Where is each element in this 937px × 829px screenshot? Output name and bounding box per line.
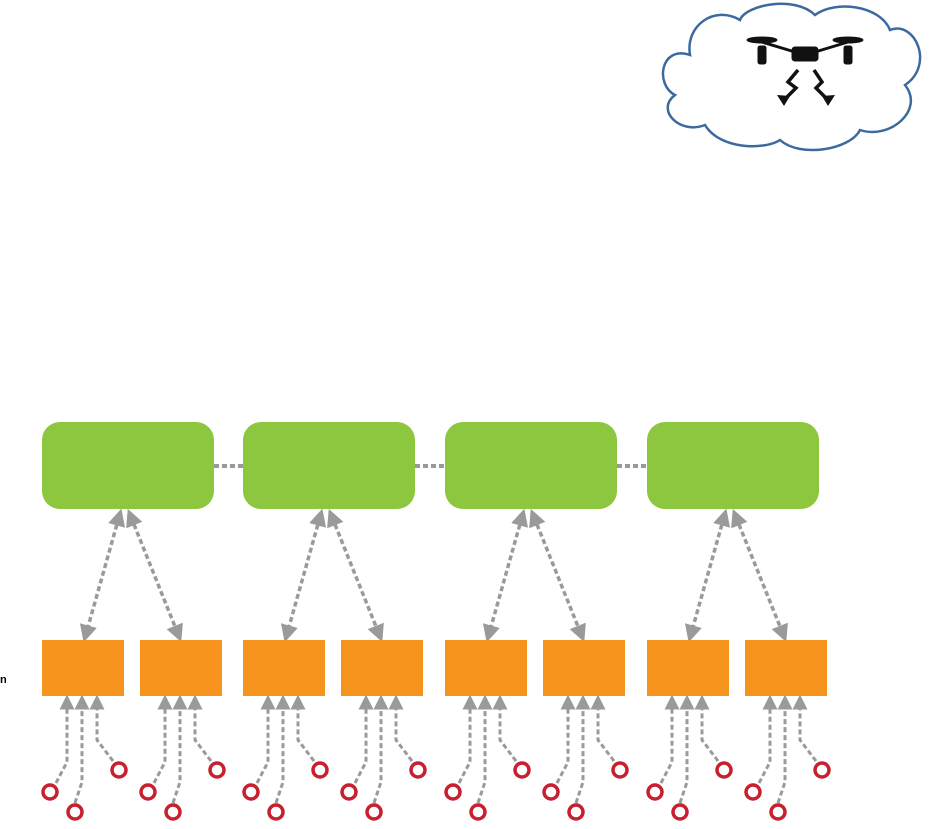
sensor-link [290,694,316,762]
sensor-link [555,694,576,784]
green-orange-link [126,508,183,643]
sensor-link [659,694,680,784]
orange-node [445,640,527,696]
sensor-node [715,761,733,779]
sensor-node [444,783,462,801]
orange-node [647,640,729,696]
sensor-link [678,694,695,804]
sensor-link [574,694,591,804]
green-orange-link [529,508,586,643]
sensor-node [813,761,831,779]
sensor-node [671,803,689,821]
sensor-link [694,694,720,762]
sensor-node [208,761,226,779]
sensor-link [388,694,414,762]
sensor-link [73,694,90,804]
sensor-node [340,783,358,801]
sensor-node [646,783,664,801]
green-orange-link [79,508,126,643]
sensor-node [567,803,585,821]
green-node [243,422,415,509]
orange-node [745,640,827,696]
orange-node [140,640,222,696]
sensor-link [89,694,115,762]
sensor-node [66,803,84,821]
orange-node [341,640,423,696]
sensor-node [513,761,531,779]
sensor-link [792,694,818,762]
green-orange-link [731,508,788,643]
sensor-node [311,761,329,779]
green-orange-link [327,508,384,643]
sensor-link [353,694,374,784]
sensor-link [457,694,478,784]
sensor-node [611,761,629,779]
green-orange-link [280,508,327,643]
sensor-link [171,694,188,804]
orange-node [243,640,325,696]
sensor-links [54,694,818,804]
sensor-node [41,783,59,801]
sensor-link [492,694,518,762]
sensor-node [542,783,560,801]
edge-label-fragment: n [0,674,7,686]
sensor-node [267,803,285,821]
sensors [41,761,831,821]
sensor-link [757,694,778,784]
sensor-node [242,783,260,801]
sensor-link [187,694,213,762]
sensor-link [255,694,276,784]
sensor-link [590,694,616,762]
sensor-link [476,694,493,804]
sensor-node [469,803,487,821]
sensor-node [365,803,383,821]
sensor-node [744,783,762,801]
green-node [647,422,819,509]
sensor-node [769,803,787,821]
sensor-node [409,761,427,779]
drone-icon [746,36,864,65]
sensor-link [152,694,173,784]
green-node [445,422,617,509]
lightning-icon [777,68,835,106]
orange-node [42,640,124,696]
green-orange-links [79,508,788,643]
green-orange-link [482,508,529,643]
sensor-node [139,783,157,801]
green-orange-link [684,508,731,643]
green-node [42,422,214,509]
orange-node [543,640,625,696]
orange-nodes [42,640,827,696]
sensor-link [776,694,793,804]
green-nodes [42,422,819,509]
sensor-link [372,694,389,804]
sensor-node [164,803,182,821]
sensor-link [54,694,75,784]
sensor-node [110,761,128,779]
sensor-link [274,694,291,804]
